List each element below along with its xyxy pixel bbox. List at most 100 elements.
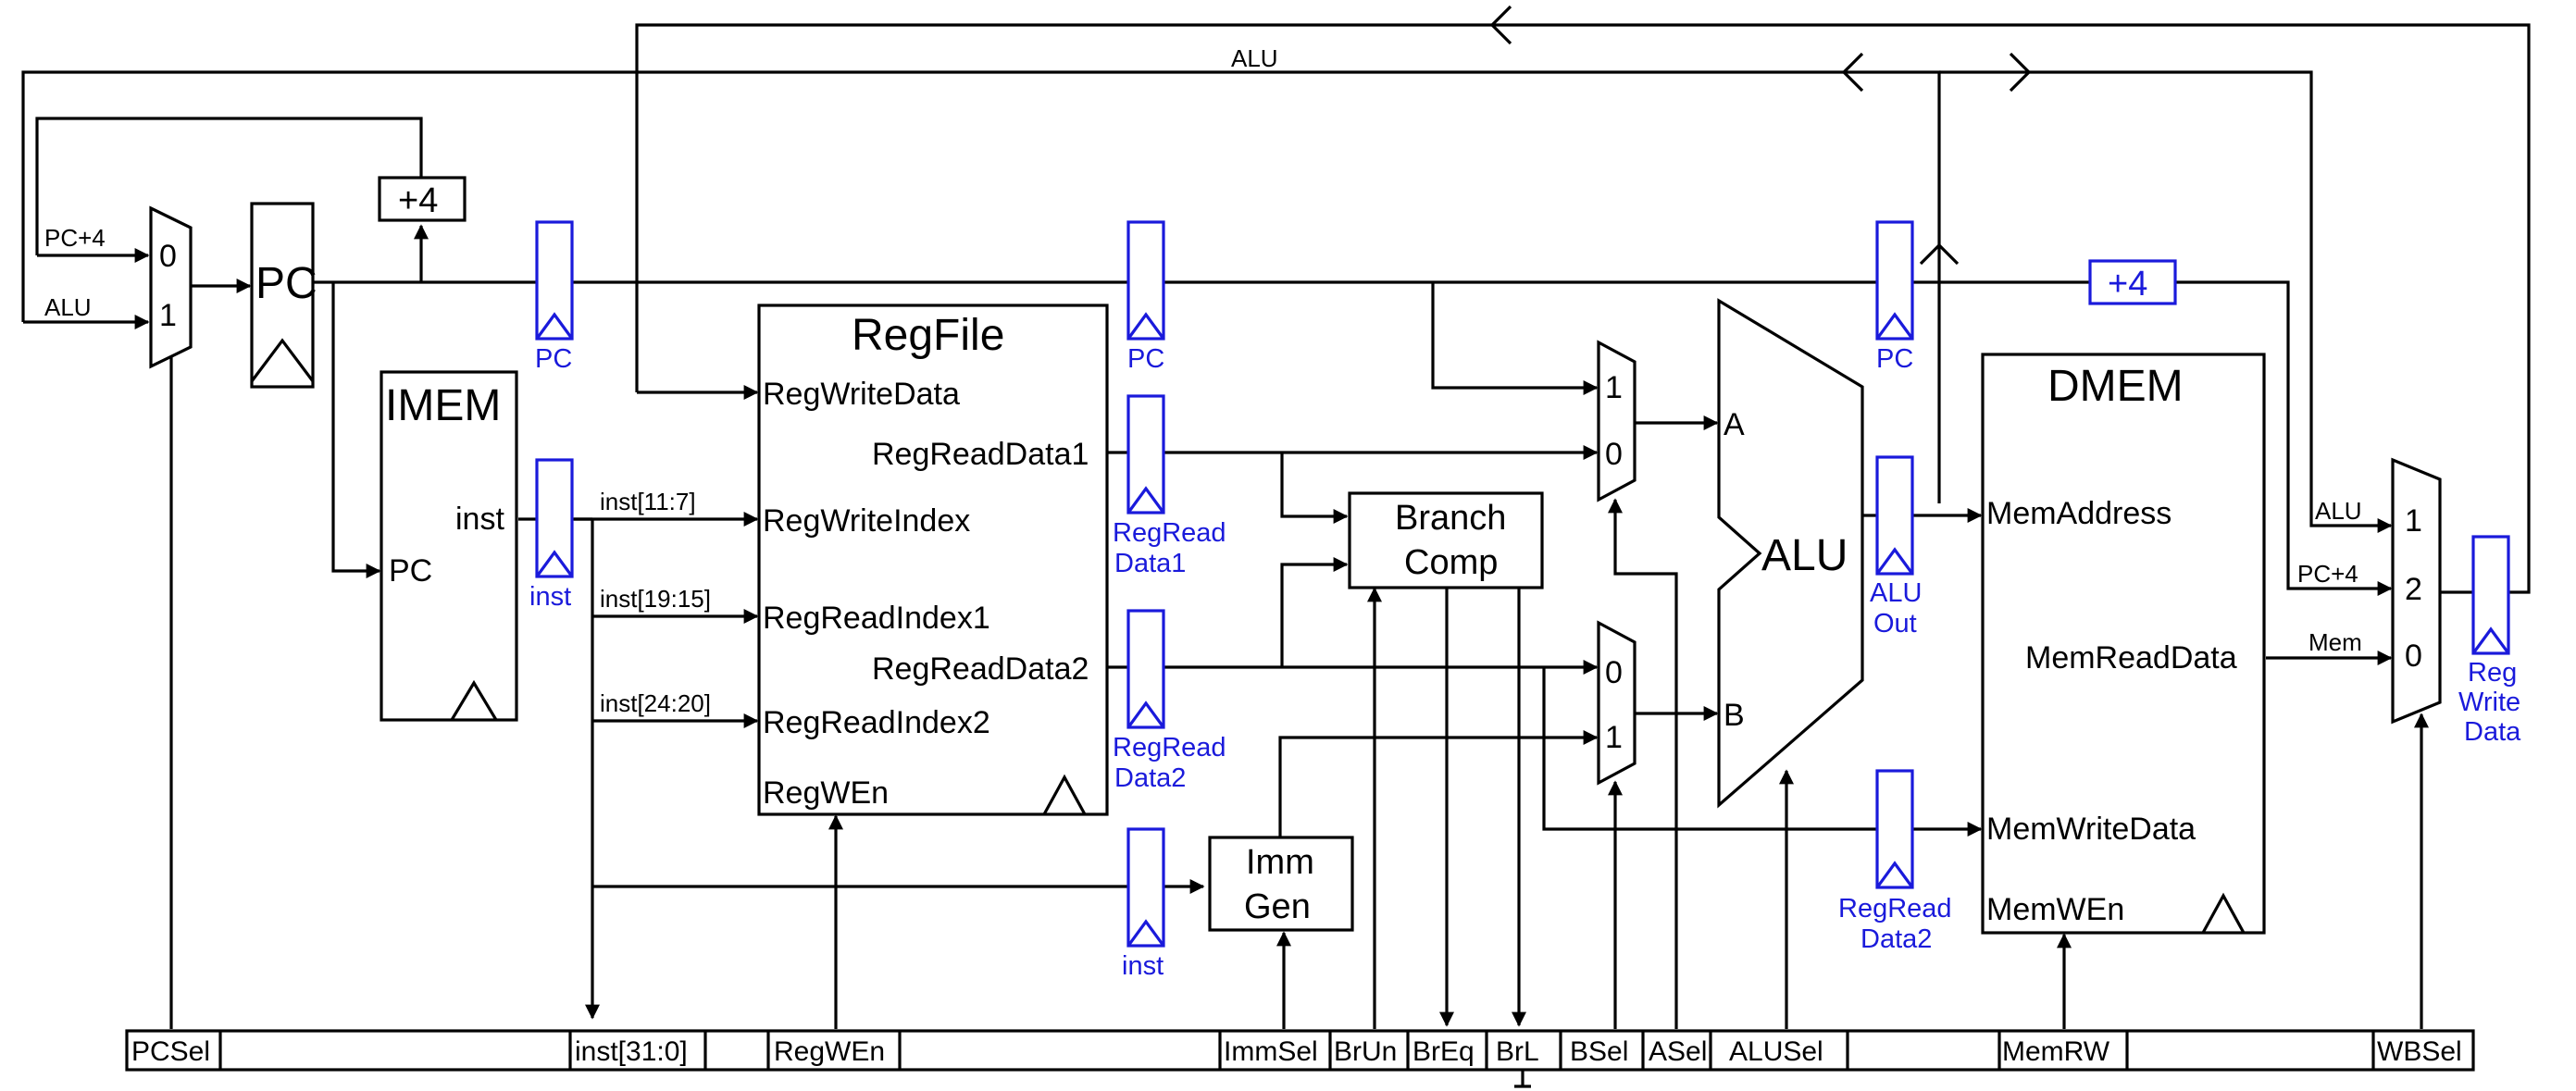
- ctl-pcsel: PCSel: [131, 1036, 210, 1067]
- svg-text:1: 1: [2405, 503, 2422, 539]
- svg-text:+4: +4: [2108, 265, 2147, 304]
- svg-text:A: A: [1724, 407, 1745, 442]
- ctl-bsel: BSel: [1570, 1036, 1628, 1067]
- svg-text:Imm: Imm: [1246, 843, 1314, 882]
- svg-text:1: 1: [1605, 370, 1623, 405]
- svg-text:Data2: Data2: [1860, 924, 1932, 954]
- alu-block: ALU A B: [1717, 298, 1864, 809]
- pipeline-reg-pc1: PC: [535, 220, 574, 374]
- svg-text:PC: PC: [389, 553, 432, 589]
- svg-text:ALU: ALU: [1870, 578, 1922, 608]
- svg-text:PC: PC: [1127, 344, 1164, 374]
- pipeline-reg-pc2: PC: [1126, 220, 1165, 374]
- wire-label-mem: Mem: [2308, 628, 2362, 656]
- wire-label-alu-left: ALU: [44, 293, 92, 321]
- pipeline-reg-pc3: PC: [1875, 220, 1914, 374]
- svg-text:RegRead: RegRead: [1838, 894, 1952, 924]
- ctl-memrw: MemRW: [2002, 1036, 2110, 1067]
- svg-text:Out: Out: [1873, 609, 1917, 638]
- wire-label-pc4-left: PC+4: [44, 224, 106, 252]
- ctl-alusel: ALUSel: [1729, 1036, 1823, 1067]
- mid-wires: inst[11:7] inst[19:15] inst[24:20] Mem A…: [518, 415, 2473, 1020]
- imm-gen-block: Imm Gen: [1208, 836, 1354, 932]
- svg-text:B: B: [1724, 698, 1745, 733]
- ctl-regwen: RegWEn: [774, 1036, 885, 1067]
- svg-text:Data1: Data1: [1114, 549, 1186, 578]
- svg-text:inst: inst: [1122, 951, 1164, 981]
- svg-text:PC: PC: [535, 344, 572, 374]
- pipeline-reg-regreaddata2-b: RegRead Data2: [1838, 769, 1952, 954]
- svg-text:1: 1: [1605, 720, 1623, 755]
- svg-text:RegReadIndex2: RegReadIndex2: [763, 705, 990, 740]
- ctl-brl: BrL: [1496, 1036, 1539, 1067]
- svg-text:RegRead: RegRead: [1113, 518, 1226, 548]
- svg-text:MemWriteData: MemWriteData: [1986, 812, 2196, 847]
- ctl-inst: inst[31:0]: [575, 1036, 688, 1067]
- svg-text:RegWriteIndex: RegWriteIndex: [763, 503, 970, 539]
- imem-block: IMEM inst PC: [380, 370, 518, 722]
- svg-text:Reg: Reg: [2468, 658, 2517, 688]
- ctl-wbsel: WBSel: [2377, 1036, 2462, 1067]
- pc-register: PC: [250, 202, 317, 389]
- pipeline-reg-inst1: inst: [529, 458, 574, 612]
- svg-text:inst: inst: [529, 582, 571, 612]
- wire-label-inst-24-20: inst[24:20]: [600, 689, 711, 717]
- svg-text:Comp: Comp: [1404, 543, 1498, 582]
- ctl-brun: BrUn: [1334, 1036, 1397, 1067]
- pipeline-reg-regreaddata2: RegRead Data2: [1113, 609, 1226, 793]
- ctl-asel: ASel: [1649, 1036, 1707, 1067]
- svg-text:RegFile: RegFile: [852, 311, 1004, 360]
- svg-text:inst: inst: [455, 502, 504, 537]
- svg-text:MemAddress: MemAddress: [1986, 496, 2172, 531]
- svg-text:Branch: Branch: [1395, 499, 1506, 538]
- wire-label-alu-top: ALU: [1231, 44, 1278, 72]
- svg-text:MemReadData: MemReadData: [2025, 640, 2237, 676]
- plus4-blue-adder: +4: [2088, 259, 2177, 305]
- svg-text:PC: PC: [255, 259, 317, 308]
- svg-text:RegReadData1: RegReadData1: [872, 437, 1089, 472]
- svg-text:Data2: Data2: [1114, 763, 1186, 793]
- svg-text:+4: +4: [398, 181, 438, 220]
- wire-label-inst-11-7: inst[11:7]: [600, 488, 696, 515]
- control-bar: PCSel inst[31:0] RegWEn ImmSel BrUn BrEq…: [125, 1029, 2475, 1088]
- wb-mux: 1 2 0: [2391, 457, 2442, 725]
- svg-text:MemWEn: MemWEn: [1986, 892, 2124, 927]
- svg-text:Write: Write: [2458, 688, 2520, 717]
- svg-text:0: 0: [159, 239, 177, 274]
- svg-text:0: 0: [1605, 437, 1623, 472]
- svg-text:ALU: ALU: [1761, 531, 1848, 580]
- pipeline-reg-reg-write-data: Reg Write Data: [2458, 535, 2521, 747]
- top-wires: ALU PC+4 ALU: [21, 5, 2531, 596]
- regfile-block: RegFile RegWriteData RegReadData1 RegWri…: [757, 304, 1109, 816]
- pipeline-reg-alu-out: ALU Out: [1870, 455, 1922, 638]
- svg-text:RegWEn: RegWEn: [763, 775, 889, 811]
- svg-text:Data: Data: [2464, 717, 2521, 747]
- svg-text:IMEM: IMEM: [385, 381, 501, 430]
- wire-label-inst-19-15: inst[19:15]: [600, 585, 711, 613]
- ctl-immsel: ImmSel: [1224, 1036, 1318, 1067]
- ctl-breq: BrEq: [1412, 1036, 1475, 1067]
- svg-text:Gen: Gen: [1244, 887, 1311, 926]
- svg-text:RegRead: RegRead: [1113, 733, 1226, 762]
- a-mux: 1 0: [1597, 340, 1636, 502]
- svg-text:PC: PC: [1876, 344, 1913, 374]
- svg-text:RegReadData2: RegReadData2: [872, 651, 1089, 687]
- svg-text:0: 0: [2405, 638, 2422, 674]
- dmem-block: DMEM MemAddress MemReadData MemWriteData…: [1981, 353, 2266, 935]
- pipeline-reg-inst2: inst: [1122, 827, 1165, 981]
- wire-label-alu-wb: ALU: [2315, 497, 2362, 525]
- plus4-adder: +4: [378, 176, 467, 222]
- svg-text:RegWriteData: RegWriteData: [763, 377, 960, 412]
- svg-text:RegReadIndex1: RegReadIndex1: [763, 601, 990, 636]
- svg-text:0: 0: [1605, 655, 1623, 690]
- wire-label-pc4-wb: PC+4: [2297, 560, 2358, 588]
- svg-text:2: 2: [2405, 572, 2422, 607]
- control-wires: [164, 320, 2429, 1029]
- svg-text:1: 1: [159, 298, 177, 333]
- svg-text:DMEM: DMEM: [2047, 362, 2184, 411]
- pipeline-reg-regreaddata1: RegRead Data1: [1113, 394, 1226, 578]
- b-mux: 0 1: [1597, 620, 1636, 786]
- pc-mux: 0 1: [149, 205, 193, 369]
- branch-comp-block: Branch Comp: [1348, 491, 1544, 589]
